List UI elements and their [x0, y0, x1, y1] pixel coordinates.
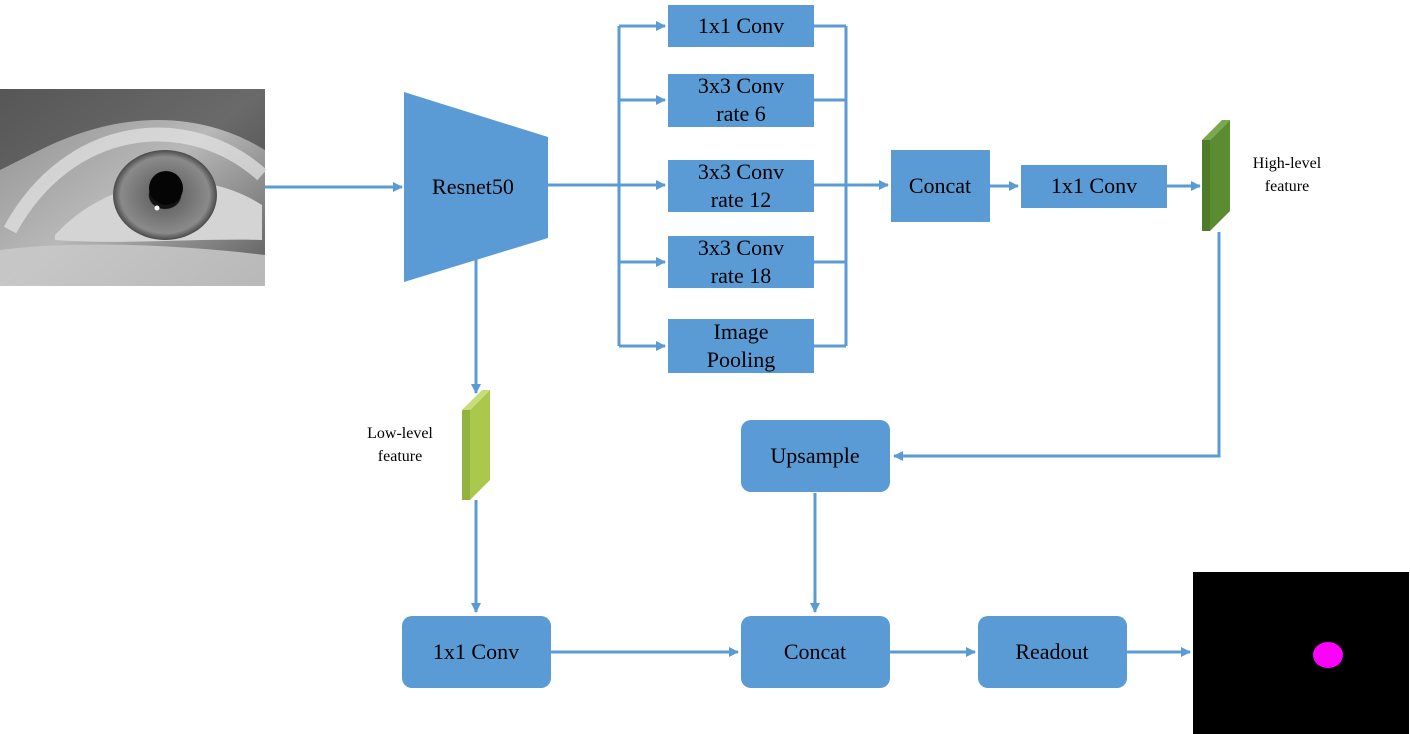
- readout-block: Readout: [978, 616, 1127, 688]
- connectors: [265, 21, 1221, 657]
- top-conv-block: 1x1 Conv: [1021, 165, 1167, 208]
- readout-label: Readout: [1015, 639, 1088, 664]
- aspp-branch-2: 3x3 Conv rate 6: [668, 73, 814, 127]
- low-conv-label: 1x1 Conv: [433, 639, 519, 664]
- bottom-concat-block: Concat: [741, 616, 890, 688]
- high-level-label-line1: High-level: [1253, 155, 1322, 172]
- aspp-branch-5: Image Pooling: [668, 319, 814, 373]
- highlevel-to-upsample-path: [893, 232, 1221, 461]
- aspp-branch-1: 1x1 Conv: [668, 5, 814, 47]
- low-level-feature-icon: [462, 390, 490, 500]
- input-eye-image: [0, 89, 267, 286]
- high-level-feature-icon: [1202, 120, 1230, 231]
- top-concat-label: Concat: [909, 173, 971, 198]
- high-level-label-line2: feature: [1265, 178, 1309, 195]
- upsample-block: Upsample: [741, 420, 890, 492]
- low-level-label-line1: Low-level: [367, 425, 433, 442]
- top-conv-label: 1x1 Conv: [1051, 173, 1137, 198]
- encoder-block: Resnet50: [404, 92, 548, 282]
- aspp-branch-2-line1: 3x3 Conv: [698, 73, 784, 98]
- aspp-branch-4-line2: rate 18: [711, 263, 771, 288]
- aspp-branch-3-line2: rate 12: [711, 187, 771, 212]
- aspp-branch-1-label: 1x1 Conv: [698, 13, 784, 38]
- pupil-mask-blob: [1313, 642, 1343, 668]
- encoder-label: Resnet50: [432, 174, 514, 199]
- bottom-concat-label: Concat: [784, 639, 846, 664]
- aspp-branch-3-line1: 3x3 Conv: [698, 159, 784, 184]
- upsample-label: Upsample: [770, 443, 859, 468]
- aspp-branch-5-line1: Image: [714, 319, 769, 344]
- aspp-branch-5-line2: Pooling: [707, 347, 775, 372]
- aspp-branch-4: 3x3 Conv rate 18: [668, 235, 814, 288]
- low-conv-block: 1x1 Conv: [402, 616, 551, 688]
- aspp-branch-4-line1: 3x3 Conv: [698, 235, 784, 260]
- aspp-branch-3: 3x3 Conv rate 12: [668, 159, 814, 212]
- aspp-branch-2-line2: rate 6: [716, 101, 765, 126]
- output-mask-image: [1193, 572, 1409, 734]
- top-concat-block: Concat: [891, 150, 990, 222]
- low-level-label-line2: feature: [378, 448, 422, 465]
